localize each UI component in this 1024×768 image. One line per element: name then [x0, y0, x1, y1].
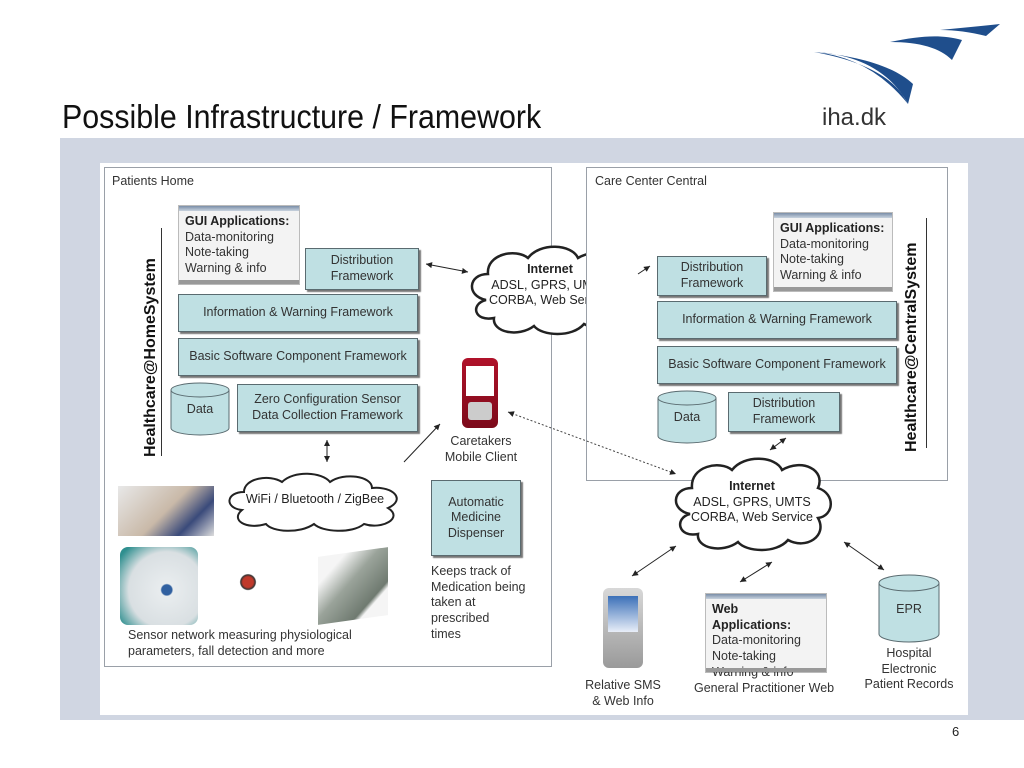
caretaker-mobile-label: Caretakers Mobile Client	[440, 434, 522, 465]
caretaker-phone-icon	[462, 358, 498, 428]
home-data-store: Data	[170, 382, 230, 436]
web-app-item: Note-taking	[712, 648, 776, 663]
dispenser-line: Dispenser	[447, 525, 505, 540]
caption-line: Sensor network measuring physiological	[128, 628, 352, 642]
internet-cloud-bottom	[674, 457, 832, 552]
arrow-internet-gp	[739, 561, 773, 583]
central-gui-item: Warning & info	[780, 267, 862, 282]
web-app-item: Data-monitoring	[712, 633, 801, 648]
epr-caption: Hospital Electronic Patient Records	[858, 646, 960, 693]
home-data-label: Data	[186, 402, 214, 416]
internet-heading: Internet	[729, 479, 775, 493]
internet-line: CORBA, Web Service	[690, 510, 814, 525]
central-info-warning-framework: Information & Warning Framework	[657, 301, 897, 339]
patients-home-label: Patients Home	[112, 174, 194, 188]
mobile-label-line: Mobile Client	[444, 449, 518, 464]
central-gui-window: GUI Applications: Data-monitoring Note-t…	[773, 212, 893, 292]
home-basic-software-framework: Basic Software Component Framework	[178, 338, 418, 376]
home-gui-item: Warning & info	[185, 260, 267, 275]
internet-line: ADSL, GPRS, UMTS	[491, 277, 609, 292]
note-line: Keeps track of	[431, 564, 511, 578]
home-sensor-collection-framework: Zero Configuration Sensor Data Collectio…	[237, 384, 418, 432]
epr-caption-line: Hospital	[886, 646, 932, 660]
home-gui-heading: GUI Applications:	[185, 214, 290, 228]
arrow-central-dist-internet	[769, 437, 787, 451]
home-gui-window: GUI Applications: Data-monitoring Note-t…	[178, 205, 300, 285]
epr-caption-line: Electronic	[881, 661, 937, 676]
arrow-internet-relative	[631, 545, 677, 577]
epr-label: EPR	[896, 602, 922, 616]
arrow-mobile-internet-dotted	[507, 411, 677, 475]
page-number: 6	[952, 724, 960, 739]
internet-top-text: Internet ADSL, GPRS, UMTS CORBA, Web Ser…	[466, 262, 634, 309]
internet-line: CORBA, Web Service	[488, 293, 612, 308]
iha-logo-icon	[814, 24, 1000, 104]
arrow-wireless-mobile	[403, 423, 441, 463]
home-gui-item: Data-monitoring	[185, 229, 274, 244]
dispenser-line: Automatic	[448, 494, 504, 509]
relative-label-line: & Web Info	[592, 693, 654, 708]
wireless-cloud-label: WiFi / Bluetooth / ZigBee	[245, 492, 385, 506]
blood-pressure-monitor-photo	[120, 547, 198, 625]
sensor-fw-line: Zero Configuration Sensor	[254, 392, 401, 407]
gp-label: General Practitioner Web	[694, 681, 835, 695]
dispenser-note: Keeps track of Medication being taken at…	[431, 564, 526, 642]
central-gui-heading: GUI Applications:	[780, 221, 885, 235]
central-gui-item: Data-monitoring	[780, 236, 869, 251]
fall-detector-watch-photo	[218, 547, 278, 625]
internet-line: ADSL, GPRS, UMTS	[693, 494, 811, 509]
central-distribution-framework: Distribution Framework	[657, 256, 767, 296]
home-gui-item: Note-taking	[185, 245, 249, 260]
internet-heading: Internet	[527, 262, 573, 276]
slide-title: Possible Infrastructure / Framework	[62, 98, 542, 135]
sensor-fw-line: Data Collection Framework	[252, 408, 403, 422]
relative-phone-icon	[603, 588, 643, 668]
web-app-heading: Web Applications:	[712, 602, 792, 632]
note-line: taken at	[431, 595, 476, 610]
internet-bottom-text: Internet ADSL, GPRS, UMTS CORBA, Web Ser…	[668, 479, 836, 526]
note-line: Medication being	[431, 579, 526, 594]
central-system-divider	[926, 218, 927, 448]
relative-label-line: Relative SMS	[585, 678, 661, 692]
medicine-dispenser: Automatic Medicine Dispenser	[431, 480, 521, 556]
wrist-sensor-photo	[118, 486, 214, 536]
note-line: times	[431, 626, 461, 641]
logo-text: iha.dk	[822, 104, 887, 131]
arrow-internet-central-dist	[637, 265, 651, 275]
care-center-label: Care Center Central	[595, 174, 707, 188]
gp-web-window: Web Applications: Data-monitoring Note-t…	[705, 593, 827, 679]
caption-line: parameters, fall detection and more	[128, 643, 325, 658]
note-line: prescribed	[431, 610, 490, 625]
wireless-cloud	[228, 472, 398, 532]
central-gui-item: Note-taking	[780, 252, 844, 267]
dispenser-line: Medicine	[450, 510, 502, 525]
arrow-home-dist-internet	[425, 262, 469, 274]
relative-label: Relative SMS & Web Info	[576, 678, 670, 709]
home-info-warning-framework: Information & Warning Framework	[178, 294, 418, 332]
home-system-divider	[161, 228, 162, 456]
central-basic-software-framework: Basic Software Component Framework	[657, 346, 897, 384]
central-data-label: Data	[673, 410, 701, 424]
home-distribution-framework: Distribution Framework	[305, 248, 419, 290]
sensor-network-caption: Sensor network measuring physiological p…	[128, 628, 352, 659]
epr-store: EPR	[878, 574, 940, 644]
central-distribution-framework-2: Distribution Framework	[728, 392, 840, 432]
arrow-internet-epr	[843, 541, 885, 571]
mobile-label-line: Caretakers	[450, 434, 512, 448]
epr-caption-line: Patient Records	[864, 677, 954, 692]
